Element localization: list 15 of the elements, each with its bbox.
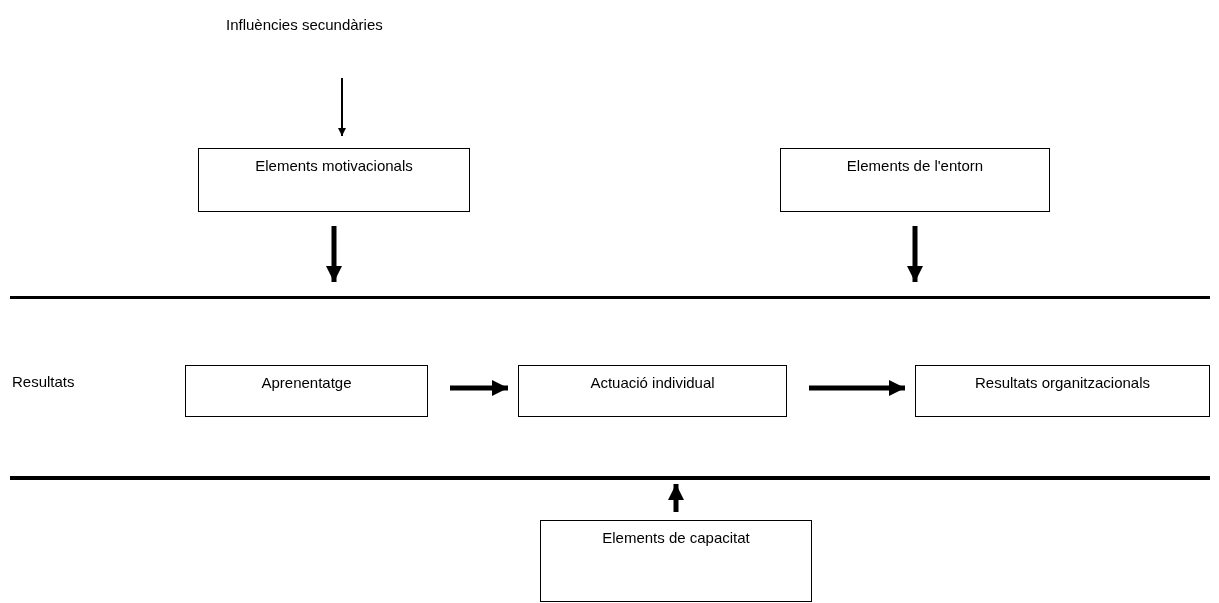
- process-box: Elements de capacitat: [540, 520, 812, 602]
- arrow: [809, 380, 905, 396]
- arrow: [668, 484, 684, 512]
- influence-text: Influències secundàries: [226, 16, 458, 38]
- results-band: [10, 296, 1210, 480]
- arrow: [450, 380, 508, 396]
- process-box: Actuació individual: [518, 365, 787, 417]
- process-box: Elements de l'entorn: [780, 148, 1050, 212]
- band-label: Resultats: [12, 373, 75, 390]
- arrow: [326, 226, 342, 282]
- process-box: Aprenentatge: [185, 365, 428, 417]
- arrow: [338, 77, 346, 137]
- arrow: [907, 226, 923, 282]
- process-box: Elements motivacionals: [198, 148, 470, 212]
- process-box: Resultats organitzacionals: [915, 365, 1210, 417]
